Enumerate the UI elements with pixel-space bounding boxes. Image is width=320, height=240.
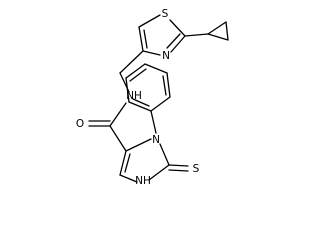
bond-phenyl-2: [166, 72, 171, 98]
bond-thiazole-c2-s: [169, 19, 186, 37]
bond-thiazole-n-c2: [170, 35, 186, 53]
atom-n-thiazole: N: [162, 50, 170, 62]
bond-thiazole-s-c5: [138, 14, 161, 28]
bond-thiazole-n-c2-inner: [166, 33, 181, 49]
bonds: [88, 14, 229, 183]
atom-labels: S N NH O N NH S: [76, 8, 200, 187]
bond-phenyl-3: [144, 63, 168, 74]
bond-imid-c5-n3: [125, 138, 152, 152]
bond-cyclopropyl-1: [207, 21, 227, 35]
bond-phenyl-6-inner: [132, 98, 150, 107]
bond-n3-phenyl: [150, 110, 157, 134]
atom-n-imidazole-3: N: [152, 134, 160, 146]
bond-imid-n3-c2: [159, 143, 170, 166]
atom-s-thiazole: S: [162, 8, 169, 20]
atom-o-carbonyl: O: [76, 118, 84, 130]
bond-thiazole-c5-c4: [138, 26, 144, 52]
bond-phenyl-5: [125, 77, 130, 103]
bond-thiazole-c4-n: [142, 50, 161, 56]
atom-n-imidazole-1: NH: [135, 175, 151, 187]
bond-thione-double: [168, 169, 189, 172]
bond-nh-carbonyl: [109, 102, 127, 127]
bond-imid-n1-c4: [119, 174, 138, 183]
bond-thiazole-c5-c4-inner: [143, 29, 148, 49]
bond-cyclopropyl-2: [225, 21, 229, 41]
bond-phenyl-1: [150, 96, 171, 112]
molecule-diagram: S N NH O N NH S: [76, 8, 229, 187]
bond-carbonyl-c5: [109, 125, 127, 152]
atom-n-amide: NH: [126, 90, 142, 102]
bond-thiazole-ch2: [119, 50, 144, 74]
bond-phenyl-2-inner: [162, 75, 167, 96]
bond-phenyl-6: [128, 101, 152, 112]
bond-phenyl-4-inner: [129, 68, 147, 82]
bond-phenyl-4: [125, 63, 146, 79]
atom-s-thione: S: [193, 163, 200, 175]
bond-imid-c4-c5-inner: [124, 153, 131, 173]
bond-cyclopropyl-3: [207, 33, 229, 41]
bond-cyclopropyl-thiazole: [184, 33, 209, 37]
bond-thione: [168, 164, 189, 167]
bond-imid-c2-n1: [148, 164, 170, 181]
bond-imid-c4-c5: [119, 150, 127, 176]
